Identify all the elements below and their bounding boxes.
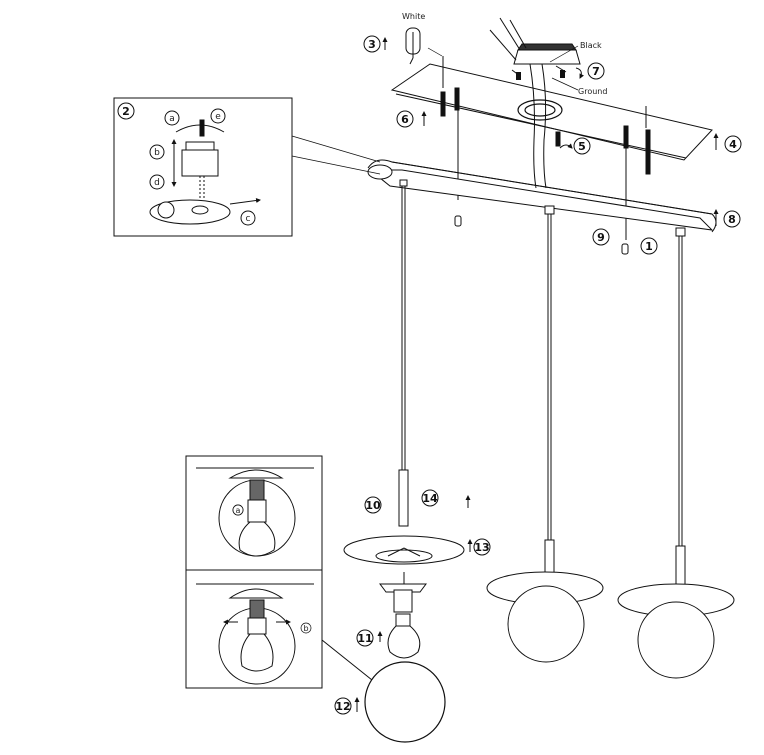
step-badge-12: 12 xyxy=(334,697,352,715)
step-badge-13: 13 xyxy=(473,538,491,556)
mounting-screws xyxy=(440,56,651,240)
svg-text:14: 14 xyxy=(422,492,438,505)
step-badge-9: 9 xyxy=(592,228,610,246)
step-badge-5: 5 xyxy=(573,137,591,155)
step-badge-2: 2 xyxy=(117,102,135,120)
step-badge-3: 3 xyxy=(363,35,381,53)
substep-badge-e: e xyxy=(210,108,226,124)
svg-text:2: 2 xyxy=(122,105,130,118)
step-badge-11: 11 xyxy=(356,629,374,647)
svg-text:b: b xyxy=(154,148,160,158)
svg-text:c: c xyxy=(246,214,251,224)
svg-text:a: a xyxy=(236,506,241,515)
svg-text:a: a xyxy=(169,114,175,124)
inset-detail-a xyxy=(185,455,323,571)
svg-text:1: 1 xyxy=(645,240,653,253)
svg-text:12: 12 xyxy=(335,700,350,713)
ceiling-bracket-ring xyxy=(517,99,563,121)
svg-text:6: 6 xyxy=(401,113,409,126)
substep-badge-b: b xyxy=(149,144,165,160)
wire-connector-icon xyxy=(405,27,421,65)
svg-text:8: 8 xyxy=(728,213,736,226)
inset-marker-a: a xyxy=(232,504,244,516)
svg-text:d: d xyxy=(154,178,160,188)
inset-marker-b: b xyxy=(300,622,312,634)
substep-badge-d: d xyxy=(149,174,165,190)
step-badge-10: 10 xyxy=(364,496,382,514)
wire-leaders xyxy=(427,45,579,91)
svg-text:13: 13 xyxy=(474,541,489,554)
pendant-right xyxy=(617,227,735,679)
svg-text:7: 7 xyxy=(592,65,600,78)
step-badge-6: 6 xyxy=(396,110,414,128)
svg-text:11: 11 xyxy=(357,632,372,645)
svg-text:e: e xyxy=(215,112,221,122)
pendant-left-socket xyxy=(379,572,427,613)
step-badge-14: 14 xyxy=(421,489,439,507)
step-badge-1: 1 xyxy=(640,237,658,255)
canopy xyxy=(367,159,717,233)
pendant-left-cord xyxy=(398,179,409,527)
inset-detail-2 xyxy=(113,97,381,237)
ceiling-mounting-plate xyxy=(390,63,713,161)
pendant-middle xyxy=(486,205,604,663)
substep-badge-c: c xyxy=(240,210,256,226)
svg-text:10: 10 xyxy=(365,499,381,512)
step-badge-7: 7 xyxy=(587,62,605,80)
canopy-finials xyxy=(454,215,629,255)
substep-badge-a: a xyxy=(164,110,180,126)
step-badge-8: 8 xyxy=(723,210,741,228)
label-white: White xyxy=(402,12,425,21)
svg-text:3: 3 xyxy=(368,38,376,51)
inset-detail-b xyxy=(185,569,373,689)
step-badge-4: 4 xyxy=(724,135,742,153)
svg-text:4: 4 xyxy=(729,138,737,151)
pendant-left-globe xyxy=(364,661,446,743)
wire-nuts xyxy=(516,70,565,80)
svg-text:5: 5 xyxy=(578,140,586,153)
svg-text:9: 9 xyxy=(597,231,605,244)
svg-text:b: b xyxy=(303,624,308,633)
label-ground: Ground xyxy=(578,87,607,96)
pendant-left-bulb xyxy=(387,613,421,659)
label-black: Black xyxy=(580,41,602,50)
step-arrows xyxy=(354,37,719,712)
pendant-left-shade xyxy=(343,535,465,565)
